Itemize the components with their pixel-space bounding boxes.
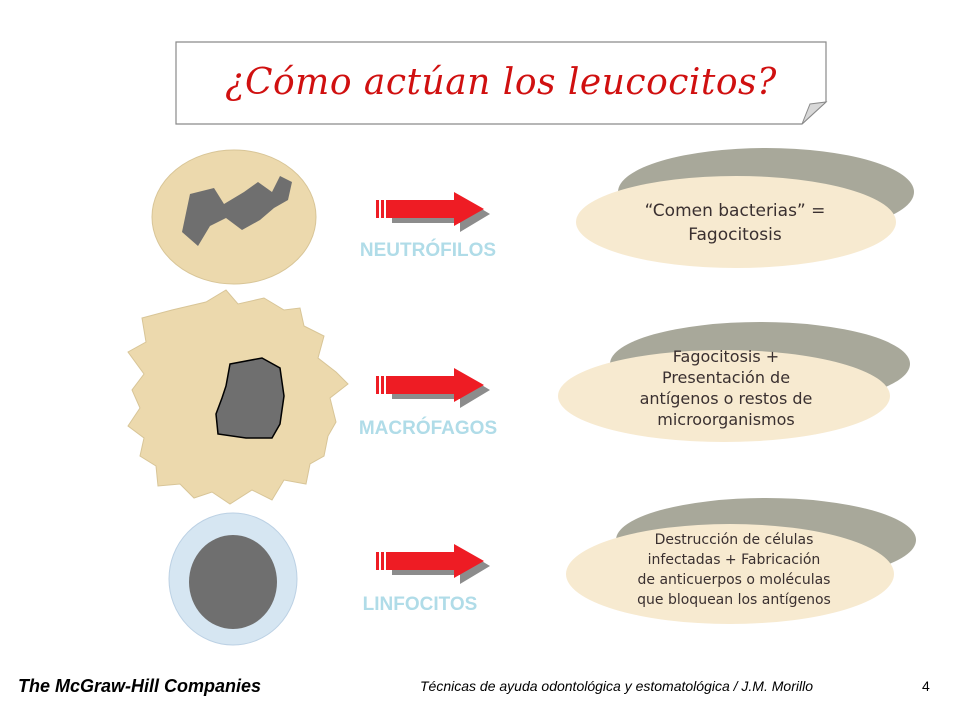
description-disk — [558, 322, 910, 442]
neutrophil-cell-icon — [151, 149, 317, 285]
lymphocyte-cell-icon — [168, 512, 298, 646]
description-lymphocytes: Destrucción de células infectadas + Fabr… — [584, 524, 884, 616]
description-disk — [576, 148, 914, 268]
cell-label-neutrophils: NEUTRÓFILOS — [359, 240, 497, 261]
page-number: 4 — [922, 678, 930, 694]
description-text: Destrucción de células infectadas + Fabr… — [637, 532, 831, 608]
title-card — [175, 41, 828, 125]
description-neutrophils: “Comen bacterias” = Fagocitosis — [600, 188, 870, 258]
macrophage-cell-icon — [127, 289, 349, 505]
footer-course: Técnicas de ayuda odontológica y estomat… — [420, 678, 813, 694]
footer-publisher: The McGraw-Hill Companies — [18, 676, 262, 696]
page-title: ¿Cómo actúan los leucocitos? — [225, 61, 777, 103]
description-text: “Comen bacterias” = Fagocitosis — [644, 201, 826, 245]
description-text: Fagocitosis + Presentación de antígenos … — [639, 347, 813, 429]
cell-label-lymphocytes: LINFOCITOS — [362, 594, 478, 615]
description-disk — [566, 498, 916, 624]
arrow-icon — [376, 192, 490, 232]
arrow-icon — [376, 368, 490, 408]
description-macrophages: Fagocitosis + Presentación de antígenos … — [576, 338, 876, 438]
cell-label-macrophages: MACRÓFAGOS — [358, 418, 498, 439]
arrow-icon — [376, 544, 490, 584]
